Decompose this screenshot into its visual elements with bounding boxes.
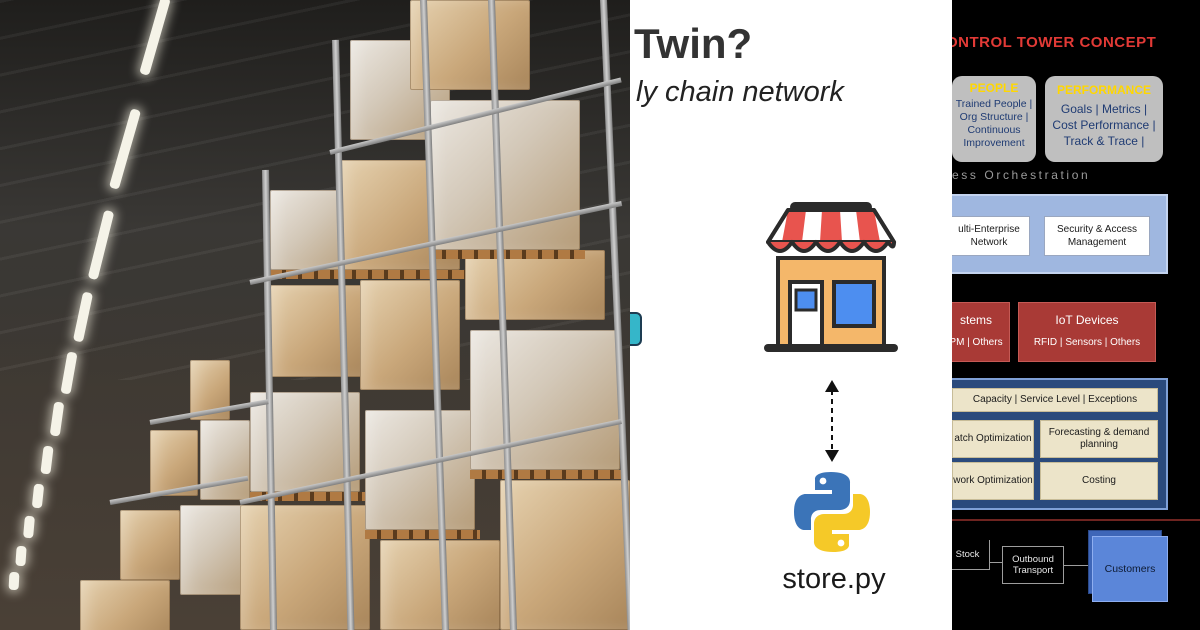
security-access-card: Security & Access Management: [1044, 216, 1150, 256]
ceiling-light: [15, 545, 27, 567]
performance-line: Goals | Metrics |: [1060, 102, 1148, 116]
ceiling-light: [40, 445, 54, 475]
ceiling-light: [8, 571, 20, 591]
iot-devices-card: IoT Devices RFID | Sensors | Others: [1018, 302, 1156, 362]
forecasting-card: Forecasting & demand planning: [1040, 420, 1158, 458]
pallet-box: [500, 480, 630, 630]
customers-box: Customers: [1092, 536, 1168, 602]
people-line: Improvement: [963, 137, 1025, 149]
pallet-box: [200, 420, 250, 500]
pallet-box: [120, 510, 180, 580]
pallet-box: [465, 250, 605, 320]
performance-card: PERFORMANCE Goals | Metrics | Cost Perfo…: [1045, 76, 1163, 162]
pallet-base: [470, 470, 625, 479]
people-line: Continuous: [967, 124, 1021, 136]
outbound-transport-box: Outbound Transport: [1002, 546, 1064, 584]
pallet-base: [270, 270, 365, 279]
kpi-card: Capacity | Service Level | Exceptions: [952, 388, 1158, 412]
ceiling-light: [49, 401, 65, 437]
store-front-icon: [764, 202, 898, 352]
performance-heading: PERFORMANCE: [1056, 83, 1151, 97]
systems-subtext: PM | Others: [952, 337, 1003, 348]
tower-title: ONTROL TOWER CONCEPT: [952, 34, 1157, 51]
double-arrow-icon: [825, 380, 839, 462]
pallet-box: [80, 580, 170, 630]
control-tower-diagram: ONTROL TOWER CONCEPT PEOPLE Trained Peop…: [952, 0, 1200, 630]
flow-connector: [1064, 565, 1088, 566]
slide-subtitle: ly chain network: [636, 76, 844, 108]
performance-line: Track & Trace |: [1063, 134, 1145, 148]
slide-title: Twin?: [634, 20, 753, 67]
python-logo-icon: [794, 472, 870, 552]
pallet-base: [430, 250, 585, 259]
network-node-icon: [630, 312, 642, 346]
ceiling-light: [23, 515, 35, 539]
systems-card: stems PM | Others: [952, 302, 1010, 362]
iot-subtext: RFID | Sensors | Others: [1033, 337, 1141, 348]
pallet-box: [180, 505, 250, 595]
people-card: PEOPLE Trained People | Org Structure | …: [952, 76, 1036, 162]
orchestration-label: ess Orchestration: [952, 168, 1091, 182]
pallet-base: [340, 270, 465, 279]
pallet-base: [365, 530, 480, 539]
flow-connector: [990, 562, 1002, 563]
digital-twin-slide: Twin? ly chain network store.py: [630, 0, 952, 630]
pallet-base: [250, 492, 365, 501]
pallet-box: [410, 0, 530, 90]
ceiling-light: [31, 483, 45, 509]
stock-box: Stock: [952, 540, 990, 570]
costing-card: Costing: [1040, 462, 1158, 500]
performance-line: Cost Performance |: [1052, 118, 1156, 132]
store-py-label: store.py: [782, 563, 886, 595]
pallet-box: [360, 280, 460, 390]
pallet-box: [270, 285, 362, 377]
iot-heading: IoT Devices: [1055, 313, 1119, 327]
people-line: Trained People |: [955, 98, 1033, 110]
batch-optimization-card: atch Optimization: [952, 420, 1034, 458]
people-line: Org Structure |: [959, 111, 1029, 123]
people-heading: PEOPLE: [969, 81, 1019, 95]
systems-heading: stems: [959, 313, 992, 327]
multi-enterprise-card: ulti-Enterprise Network: [952, 216, 1030, 256]
network-optimization-card: work Optimization: [952, 462, 1034, 500]
warehouse-photo: [0, 0, 630, 630]
flow-divider: [952, 519, 1200, 521]
